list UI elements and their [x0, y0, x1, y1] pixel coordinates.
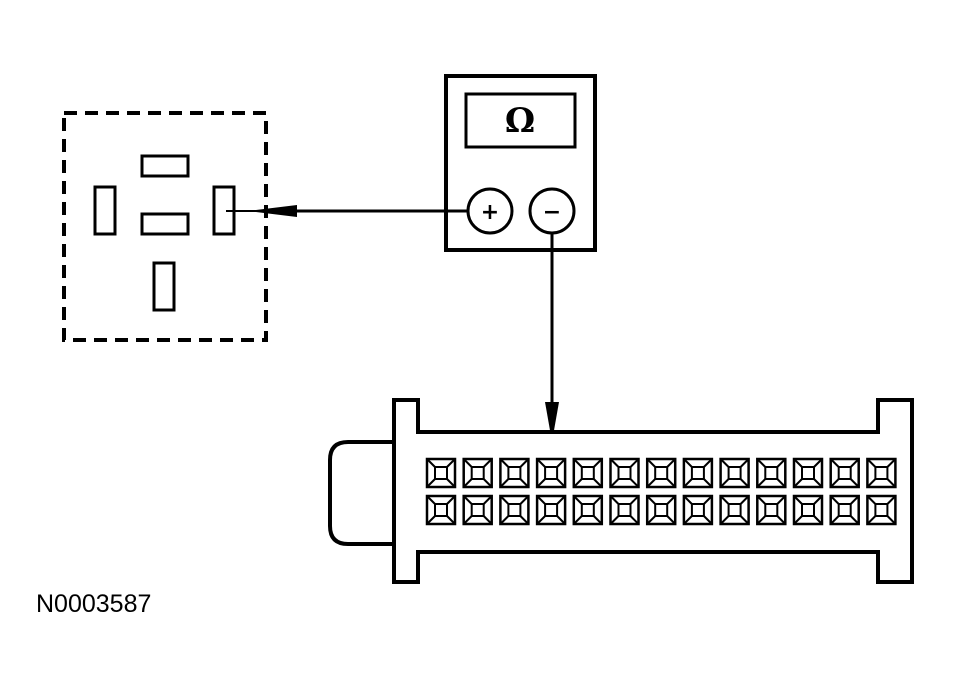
connector-body	[392, 398, 914, 584]
connector-pin	[609, 494, 640, 526]
connector-pin	[499, 457, 530, 489]
connector	[328, 398, 914, 584]
connector-pin	[829, 457, 860, 489]
connector-pin	[719, 457, 750, 489]
negative-terminal-label: −	[543, 200, 561, 225]
relay-terminal-top	[140, 154, 190, 178]
ohmmeter-display	[464, 92, 577, 149]
negative-probe-tip	[545, 402, 559, 436]
relay-socket	[62, 111, 268, 342]
connector-pin	[682, 457, 714, 489]
connector-pin	[499, 494, 530, 526]
ohm-symbol: Ω	[505, 101, 535, 141]
connector-pin	[829, 494, 860, 526]
connector-pin	[462, 457, 493, 489]
connector-pin	[535, 494, 567, 526]
connector-pin	[792, 494, 824, 526]
connector-pin	[645, 494, 677, 526]
relay-terminal-left	[93, 185, 117, 236]
connector-pin	[425, 457, 457, 489]
relay-socket-outline	[62, 111, 268, 342]
connector-pin	[425, 494, 457, 526]
connector-latch	[328, 440, 394, 546]
positive-test-lead	[226, 205, 468, 217]
connector-pin	[719, 494, 750, 526]
connector-pin	[535, 457, 567, 489]
positive-terminal-label: +	[481, 200, 499, 225]
figure-id: N0003587	[36, 590, 151, 618]
connector-pin	[609, 457, 640, 489]
relay-terminal-bottom	[152, 261, 176, 312]
connector-pin-grid	[425, 457, 897, 526]
connector-pin	[866, 457, 897, 489]
connector-pin	[572, 457, 604, 489]
connector-pin	[682, 494, 714, 526]
connector-pin	[645, 457, 677, 489]
connector-pin	[462, 494, 493, 526]
relay-terminal-center	[140, 212, 190, 236]
ohmmeter: Ω + −	[444, 74, 597, 252]
connector-pin	[756, 494, 787, 526]
connector-pin	[866, 494, 897, 526]
negative-test-lead	[545, 233, 559, 462]
positive-probe-tip	[256, 205, 297, 217]
connector-pin	[756, 457, 787, 489]
connector-pin	[572, 494, 604, 526]
connector-pin	[792, 457, 824, 489]
